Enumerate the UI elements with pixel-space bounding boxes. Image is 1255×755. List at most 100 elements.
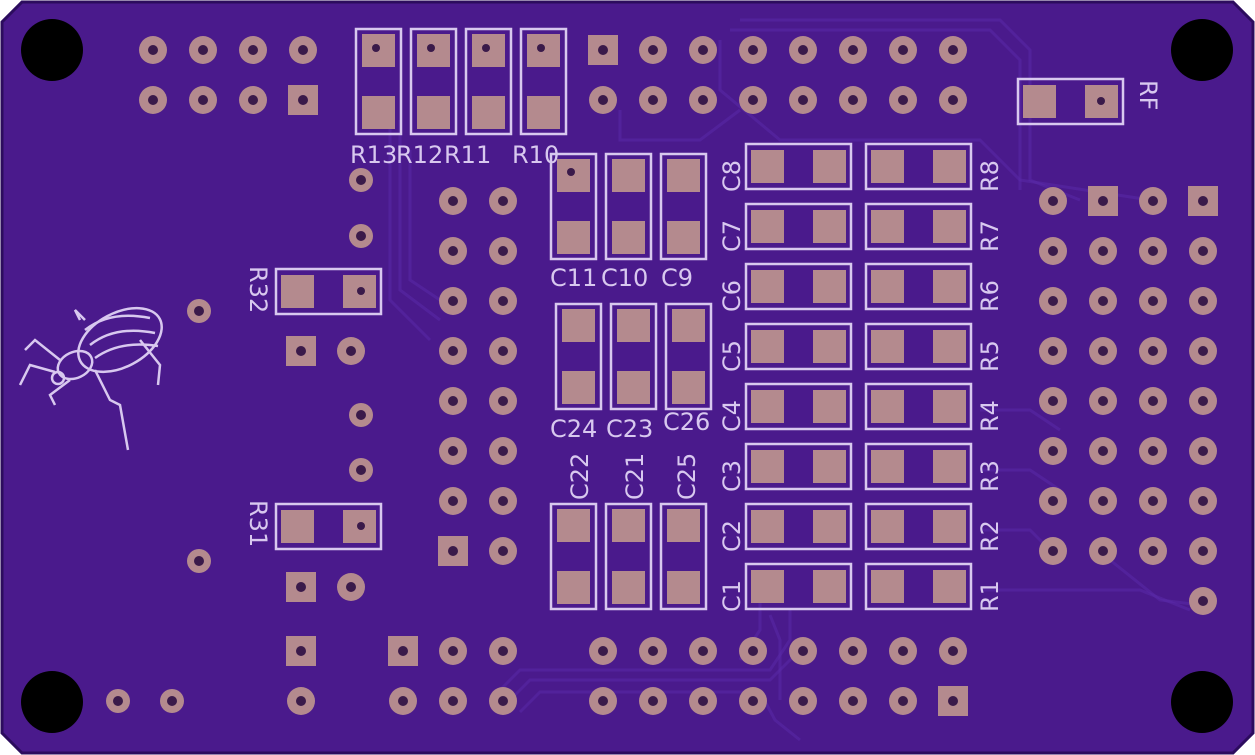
through-hole-pad [839, 687, 867, 715]
smd-footprint-horizontal [744, 562, 853, 611]
through-hole-pad [439, 337, 467, 365]
through-hole-pad [1039, 387, 1067, 415]
smd-footprint-horizontal [744, 202, 853, 251]
through-hole-pad-square [388, 636, 418, 666]
label-c11: C11 [550, 264, 597, 292]
label-c9: C9 [661, 264, 693, 292]
through-hole-pad [939, 86, 967, 114]
through-hole-pad [489, 437, 517, 465]
pin-marker [427, 44, 435, 52]
through-hole-pad [589, 687, 617, 715]
smd-footprint-vertical [664, 302, 713, 411]
through-hole-pad [489, 287, 517, 315]
label-r6: R6 [976, 280, 1004, 312]
through-hole-pad [1139, 537, 1167, 565]
through-hole-pad [239, 86, 267, 114]
through-hole-pad [189, 36, 217, 64]
through-hole-pad [789, 36, 817, 64]
through-hole-pad [1039, 237, 1067, 265]
label-r5: R5 [976, 340, 1004, 372]
through-hole-pad [160, 689, 184, 713]
label-r13: R13 [350, 141, 397, 169]
label-r7: R7 [976, 220, 1004, 252]
through-hole-pad [349, 168, 373, 192]
label-c26: C26 [663, 408, 710, 436]
smd-footprint-vertical [609, 302, 658, 411]
through-hole-pad [139, 86, 167, 114]
smd-footprint-horizontal [864, 262, 973, 311]
label-r32: R32 [244, 266, 272, 313]
through-hole-pad [439, 437, 467, 465]
smd-footprint-horizontal [744, 382, 853, 431]
through-hole-pad [889, 36, 917, 64]
beetle-icon [18, 306, 163, 451]
mount-hole-bottom-left [21, 671, 83, 733]
label-c23: C23 [606, 415, 653, 443]
smd-footprint-horizontal [864, 502, 973, 551]
through-hole-pad [439, 287, 467, 315]
label-r10: R10 [512, 141, 559, 169]
smd-footprint-horizontal [274, 267, 383, 316]
through-hole-pad [337, 573, 365, 601]
smd-footprint-horizontal [744, 442, 853, 491]
smd-footprint-vertical [519, 27, 568, 136]
through-hole-pad [1189, 237, 1217, 265]
through-hole-pad [337, 337, 365, 365]
smd-footprint-horizontal [744, 322, 853, 371]
through-hole-pad [349, 458, 373, 482]
through-hole-pad [1089, 337, 1117, 365]
through-hole-pad [589, 637, 617, 665]
through-hole-pad [839, 637, 867, 665]
smd-footprint-horizontal [864, 322, 973, 371]
through-hole-pad [489, 637, 517, 665]
through-hole-pad [639, 637, 667, 665]
through-hole-pad [739, 637, 767, 665]
smd-footprint-vertical [659, 502, 708, 611]
pin-marker [357, 287, 365, 295]
through-hole-pad [639, 86, 667, 114]
through-hole-pad [939, 637, 967, 665]
through-hole-pad [1139, 337, 1167, 365]
through-hole-pad [1189, 437, 1217, 465]
smd-footprints [274, 27, 1125, 611]
label-c1: C1 [718, 580, 746, 612]
label-c4: C4 [718, 400, 746, 432]
label-c5: C5 [718, 340, 746, 372]
through-hole-pad [439, 637, 467, 665]
through-hole-pad [889, 86, 917, 114]
through-hole-pad-square [288, 85, 318, 115]
through-hole-pad [839, 86, 867, 114]
through-hole-pad [1139, 437, 1167, 465]
through-hole-pad [689, 36, 717, 64]
through-hole-pad [489, 187, 517, 215]
label-c7: C7 [718, 220, 746, 252]
smd-footprint-horizontal [864, 202, 973, 251]
pin-marker [537, 44, 545, 52]
through-hole-pad [1189, 587, 1217, 615]
through-hole-pad [589, 86, 617, 114]
through-hole-pad [1039, 187, 1067, 215]
through-hole-pad [189, 86, 217, 114]
through-hole-pad [287, 687, 315, 715]
through-hole-pad [1189, 537, 1217, 565]
pin-marker [357, 522, 365, 530]
label-r1: R1 [976, 580, 1004, 612]
through-hole-pad [1039, 537, 1067, 565]
mount-hole-top-right [1171, 19, 1233, 81]
through-hole-pad-square [1088, 186, 1118, 216]
through-hole-pad [789, 86, 817, 114]
smd-footprint-horizontal [744, 142, 853, 191]
label-c24: C24 [550, 415, 597, 443]
through-hole-pad [1039, 337, 1067, 365]
through-hole-pad [1139, 237, 1167, 265]
through-hole-pad [889, 687, 917, 715]
label-c21: C21 [621, 453, 649, 500]
through-hole-pad [439, 487, 467, 515]
smd-footprint-horizontal [274, 502, 383, 551]
label-c2: C2 [718, 520, 746, 552]
through-hole-pad [239, 36, 267, 64]
through-hole-pad [439, 687, 467, 715]
through-hole-pad [689, 86, 717, 114]
through-hole-pad [1089, 237, 1117, 265]
through-hole-pad [187, 549, 211, 573]
